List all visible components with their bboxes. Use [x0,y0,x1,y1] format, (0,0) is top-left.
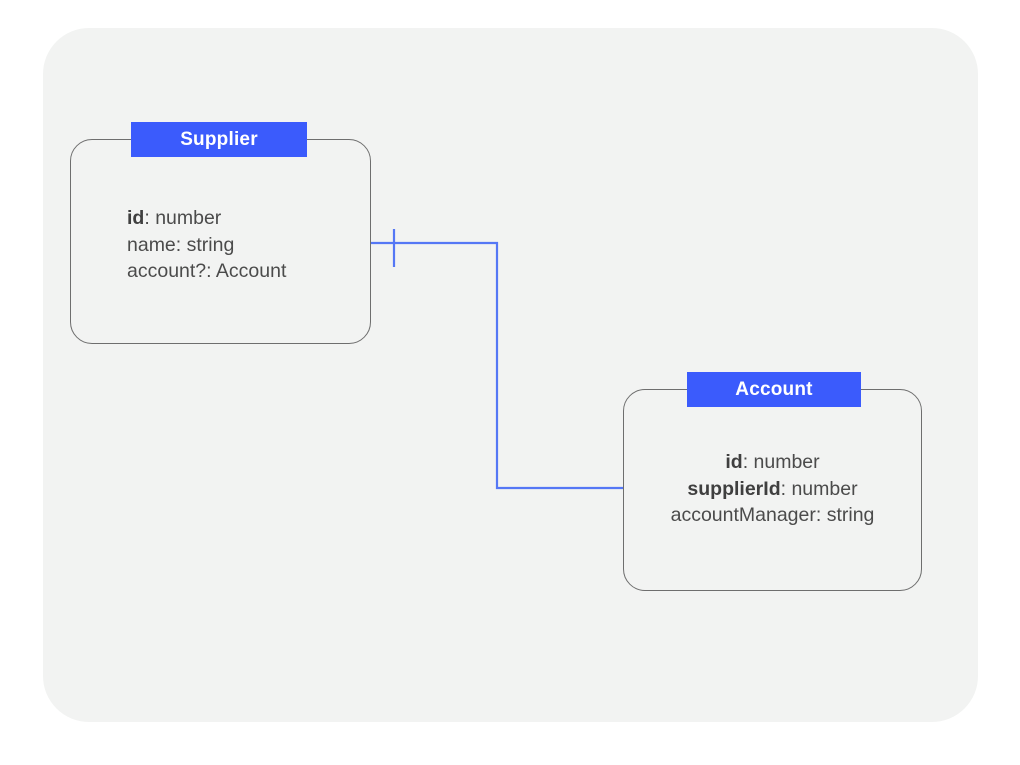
attribute-type: string [186,233,235,256]
attribute-row: account?: Account [127,258,286,285]
attribute-row: name: string [127,232,286,259]
attribute-type: Account [215,260,287,282]
attribute-row: id: number [127,205,286,232]
attribute-separator: : [780,477,792,500]
attribute-type: number [155,207,222,229]
attribute-name: account? [127,260,207,282]
entity-attributes-supplier: id: number name: string account?: Accoun… [127,205,286,285]
attribute-row: accountManager: string [623,502,922,529]
entity-attributes-account: id: number supplierId: number accountMan… [623,449,922,529]
entity-title-supplier[interactable]: Supplier [131,122,307,157]
attribute-name: name [127,233,176,256]
attribute-row: supplierId: number [623,476,922,503]
attribute-name: accountManager [670,504,816,526]
attribute-separator: : [206,260,216,282]
entity-title-account[interactable]: Account [687,372,861,407]
attribute-separator: : [175,233,187,256]
attribute-name: id [725,451,743,473]
attribute-separator: : [144,207,156,229]
attribute-type: number [791,477,858,500]
attribute-type: string [826,504,875,526]
attribute-name: supplierId [687,477,781,500]
attribute-row: id: number [623,449,922,476]
attribute-separator: : [742,451,754,473]
attribute-type: number [753,451,820,473]
attribute-separator: : [815,504,827,526]
attribute-name: id [127,207,145,229]
